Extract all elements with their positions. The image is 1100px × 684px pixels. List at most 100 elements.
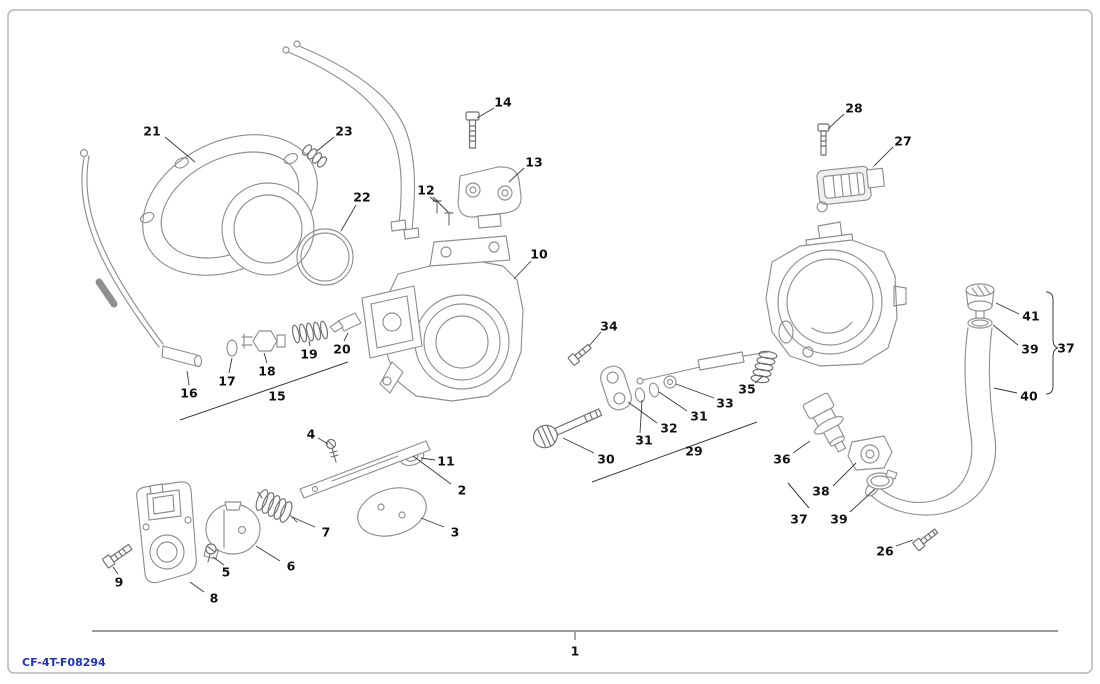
callout-41: 41	[1022, 309, 1039, 324]
callout-27: 27	[894, 134, 911, 149]
part-oring-22	[296, 228, 354, 286]
part-throttle-body-right	[765, 221, 907, 367]
callout-31: 31	[635, 433, 652, 448]
leader-line-20	[343, 332, 349, 342]
callout-34: 34	[600, 319, 618, 334]
callout-39: 39	[830, 512, 847, 527]
leader-line-38	[832, 462, 857, 487]
group-line-37-left	[787, 482, 810, 509]
callout-16: 16	[180, 386, 198, 401]
part-spring-23	[301, 144, 328, 168]
part-screws-12	[432, 199, 454, 226]
leader-line-17	[228, 357, 233, 374]
callout-2: 2	[458, 483, 467, 498]
callout-1: 1	[571, 644, 580, 659]
leader-line-19	[308, 340, 311, 347]
bracket-37-right	[1045, 291, 1059, 395]
part-injector-36	[802, 392, 847, 453]
callout-29: 29	[685, 444, 702, 459]
part-screw-4	[325, 438, 339, 463]
callout-15: 15	[268, 389, 285, 404]
callout-28: 28	[845, 101, 862, 116]
leader-line-12	[432, 196, 449, 213]
group-lines	[92, 291, 1059, 632]
part-spring-7	[255, 489, 298, 523]
callout-10: 10	[530, 247, 548, 262]
leader-line-16	[186, 370, 190, 386]
leader-line-26	[895, 539, 914, 547]
callout-32: 32	[660, 421, 677, 436]
document-code: CF-4T-F08294	[22, 656, 106, 669]
part-screw-34	[567, 343, 592, 366]
callout-38: 38	[812, 484, 829, 499]
leader-line-31	[658, 391, 688, 412]
part-plate-32	[600, 365, 632, 411]
part-link-rod-29	[636, 351, 769, 385]
leader-line-11	[420, 457, 436, 461]
part-sensor-13	[457, 166, 522, 229]
group-line-15	[179, 361, 349, 421]
leader-line-36	[792, 440, 811, 454]
part-washers-31	[634, 382, 660, 403]
leader-line-33	[675, 383, 715, 399]
callout-19: 19	[300, 347, 317, 362]
callout-18: 18	[258, 364, 275, 379]
part-washer-17	[226, 339, 238, 357]
leader-line-9	[112, 566, 119, 575]
leader-line-28	[827, 113, 845, 130]
callout-5: 5	[222, 565, 231, 580]
callout-37: 37	[790, 512, 807, 527]
callout-17: 17	[218, 374, 235, 389]
callout-20: 20	[333, 342, 351, 357]
part-air-cleaner-cover-21	[139, 134, 318, 276]
leader-line-34	[588, 331, 602, 347]
leader-line-23	[316, 136, 335, 152]
callout-23: 23	[335, 124, 352, 139]
callout-26: 26	[876, 544, 894, 559]
callout-30: 30	[597, 452, 615, 467]
callout-3: 3	[451, 525, 460, 540]
callout-7: 7	[322, 525, 331, 540]
part-cover-6	[203, 501, 261, 560]
callout-39: 39	[1021, 342, 1038, 357]
callout-33: 33	[716, 396, 733, 411]
part-holder-38	[847, 435, 893, 471]
part-cap-41	[965, 283, 995, 319]
leader-line-3	[420, 517, 445, 528]
part-spring-19	[291, 320, 329, 344]
group-line-29	[591, 421, 758, 483]
leader-line-6	[255, 545, 281, 562]
callout-35: 35	[738, 382, 755, 397]
callout-14: 14	[494, 95, 512, 110]
leader-line-4	[317, 437, 329, 445]
part-sensor-27	[816, 165, 885, 213]
part-spring-35	[750, 350, 778, 384]
callout-8: 8	[210, 591, 219, 606]
part-bolt-9	[102, 543, 133, 569]
part-bolt-14	[465, 111, 480, 149]
part-ring-39-top	[967, 317, 993, 329]
part-throttle-body-10	[361, 235, 524, 402]
leader-line-18	[263, 352, 268, 364]
callout-4: 4	[307, 427, 316, 442]
part-bolt-28	[817, 123, 830, 156]
callout-9: 9	[115, 575, 124, 590]
leader-line-41	[995, 302, 1020, 315]
leader-line-22	[340, 204, 357, 232]
part-idle-screw-30	[532, 408, 603, 449]
part-ring-33	[663, 375, 677, 389]
part-adjuster-18	[241, 330, 286, 352]
part-housing-8	[136, 481, 197, 584]
leader-line-31	[639, 399, 643, 434]
leader-line-5	[212, 556, 225, 566]
diagram-border	[7, 9, 1093, 674]
part-fitting-20	[329, 312, 362, 333]
leader-line-21	[164, 136, 196, 163]
leader-line-13	[508, 167, 525, 183]
part-shaft-2	[299, 440, 431, 499]
callout-36: 36	[773, 452, 791, 467]
part-clamp-39-bottom	[866, 469, 898, 490]
